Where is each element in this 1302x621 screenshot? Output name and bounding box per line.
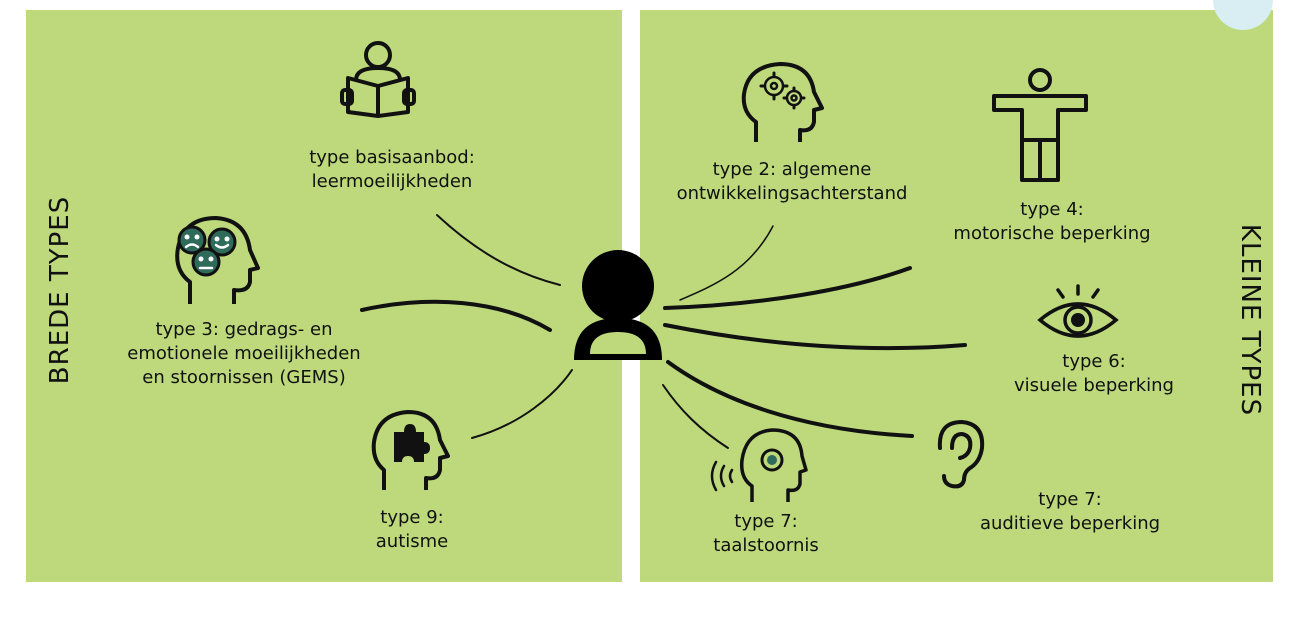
label-type-6: type 6:visuele beperking (1014, 351, 1174, 396)
connector-type7b (662, 384, 729, 449)
body-icon (992, 68, 1088, 182)
left-panel (26, 10, 622, 582)
label-type-7-auditief: type 7:auditieve beperking (979, 489, 1161, 534)
ear-icon (937, 419, 985, 489)
label-type-4: type 4:motorische beperking (953, 199, 1151, 244)
connector-type9 (471, 369, 573, 439)
connector-type3 (360, 299, 552, 332)
emotions-head-icon (175, 216, 260, 304)
reading-person-icon (340, 41, 416, 118)
gears-head-icon (741, 62, 824, 142)
connector-type6 (663, 323, 967, 351)
label-type-basisaanbod: type basisaanbod:leermoeilijkheden (309, 147, 475, 192)
person-icon (574, 250, 662, 360)
connector-type4 (663, 266, 912, 310)
puzzle-head-icon (371, 410, 450, 490)
eye-icon (1037, 284, 1119, 338)
label-type-9: type 9:autisme (375, 507, 449, 552)
connector-type7a (666, 360, 914, 438)
speech-head-icon (710, 428, 808, 502)
label-type-7-taal: type 7:taalstoornis (713, 511, 819, 556)
connector-basisaanbod (436, 214, 561, 286)
connector-type2 (679, 225, 774, 301)
